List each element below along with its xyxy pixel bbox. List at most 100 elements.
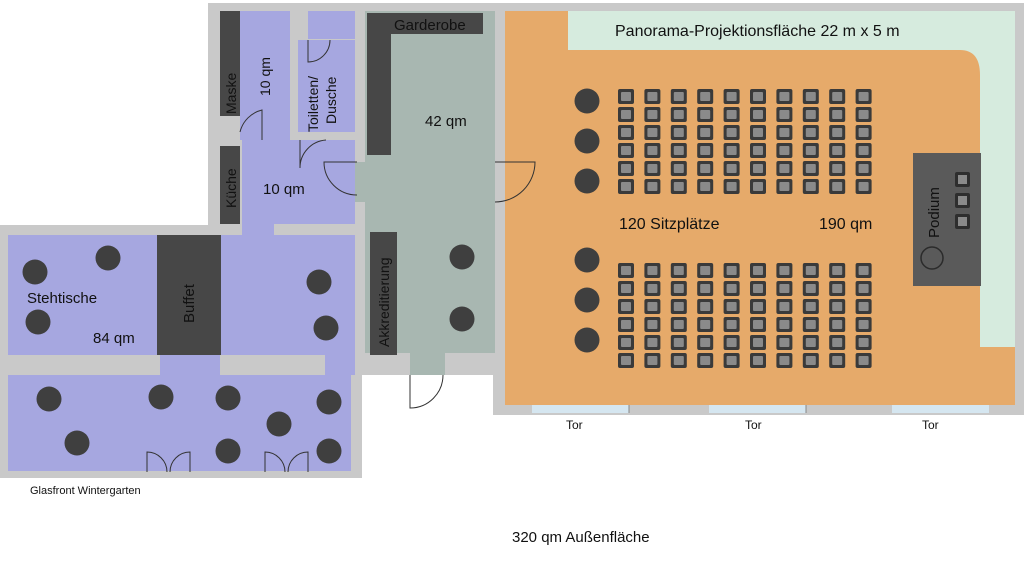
seat — [618, 335, 634, 350]
seat — [802, 125, 819, 140]
seat — [723, 335, 740, 350]
maske-block — [220, 11, 240, 116]
seat — [829, 335, 846, 350]
seat — [670, 107, 687, 122]
round-table — [449, 306, 475, 332]
stehtische-label: Stehtische — [27, 290, 97, 307]
seat — [802, 143, 819, 158]
toiletten-label: Toiletten/ — [305, 76, 321, 132]
seat — [697, 263, 714, 278]
seat — [829, 317, 846, 332]
seat — [644, 89, 661, 104]
kueche-block — [220, 146, 240, 224]
seat — [723, 125, 740, 140]
podium-label: Podium — [926, 187, 943, 238]
seat — [618, 263, 634, 278]
seat — [618, 317, 634, 332]
inner-walls — [8, 35, 355, 375]
buffet-block — [157, 235, 221, 355]
seat — [670, 263, 687, 278]
corridor-area-label: 10 qm — [263, 181, 305, 198]
seat — [829, 263, 846, 278]
seat — [776, 353, 793, 368]
seat — [697, 335, 714, 350]
garderobe-label: Garderobe — [394, 17, 466, 34]
seat — [829, 299, 846, 314]
seat — [802, 281, 819, 296]
seat — [802, 263, 819, 278]
lounge-area-label: 84 qm — [93, 330, 135, 347]
akkreditierung-block — [370, 232, 397, 355]
seat — [618, 353, 634, 368]
seat — [776, 89, 793, 104]
seat — [723, 143, 740, 158]
seat — [750, 89, 766, 104]
seat — [750, 299, 766, 314]
garderobe-side — [367, 13, 391, 155]
lectern — [920, 246, 944, 270]
seat — [644, 179, 661, 194]
round-table — [64, 430, 90, 456]
seat — [855, 89, 872, 104]
hall-gates — [532, 405, 989, 413]
seat — [750, 335, 766, 350]
small-room-area: 10 qm — [257, 57, 273, 96]
seat — [855, 125, 872, 140]
seats-label: 120 Sitzplätze — [619, 216, 720, 233]
seat — [618, 161, 634, 176]
tor-mid-label: Tor — [745, 418, 762, 432]
seat — [670, 317, 687, 332]
outdoor-area-label: 320 qm Außenfläche — [512, 529, 650, 546]
seat — [829, 125, 846, 140]
seat — [855, 161, 872, 176]
round-table — [266, 411, 292, 437]
seat — [723, 107, 740, 122]
seat — [776, 143, 793, 158]
kueche-label: Küche — [223, 168, 239, 208]
seat — [670, 281, 687, 296]
seat — [776, 107, 793, 122]
seat — [697, 89, 714, 104]
round-table — [574, 287, 600, 313]
seat — [644, 299, 661, 314]
seat — [644, 263, 661, 278]
seat — [644, 107, 661, 122]
seat — [670, 353, 687, 368]
seat — [618, 281, 634, 296]
seat — [618, 179, 634, 194]
podium-chair — [955, 214, 970, 229]
seat — [644, 353, 661, 368]
round-table — [95, 245, 121, 271]
seat — [750, 317, 766, 332]
seat — [697, 317, 714, 332]
seat — [670, 143, 687, 158]
seat — [750, 143, 766, 158]
dusche-label: Dusche — [323, 76, 339, 124]
round-table — [22, 259, 48, 285]
seat — [829, 179, 846, 194]
seat — [723, 353, 740, 368]
round-table — [36, 386, 62, 412]
seat — [855, 107, 872, 122]
round-table — [148, 384, 174, 410]
seat — [776, 179, 793, 194]
seat — [618, 143, 634, 158]
seat — [776, 125, 793, 140]
seat — [855, 263, 872, 278]
seat — [644, 125, 661, 140]
seat — [829, 353, 846, 368]
round-table — [25, 309, 51, 335]
seat — [855, 317, 872, 332]
seat — [802, 89, 819, 104]
round-table — [574, 88, 600, 114]
seat — [776, 317, 793, 332]
seat — [829, 89, 846, 104]
seat — [776, 299, 793, 314]
seat — [776, 335, 793, 350]
seat — [750, 107, 766, 122]
seat — [802, 107, 819, 122]
seat — [855, 299, 872, 314]
seat — [697, 179, 714, 194]
seat — [723, 161, 740, 176]
seat — [644, 317, 661, 332]
